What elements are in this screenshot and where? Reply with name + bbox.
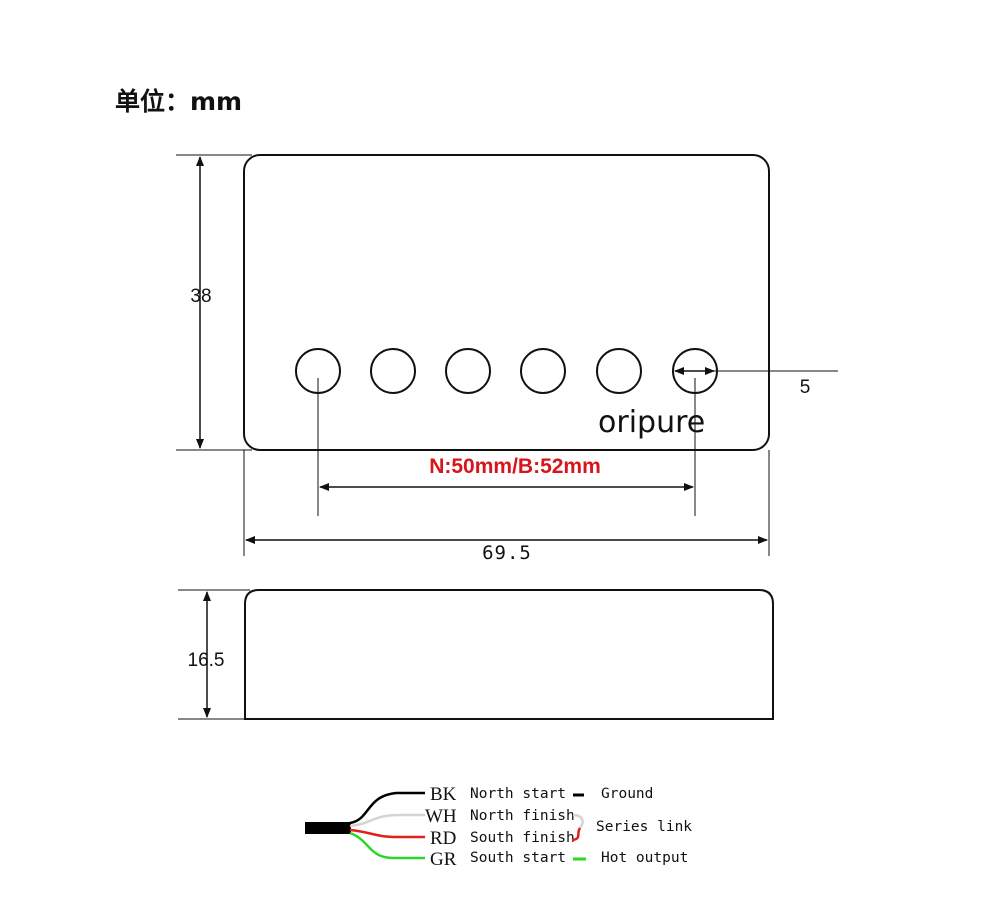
series-link-label: Series link — [596, 819, 692, 835]
wire-code: GR — [430, 849, 457, 870]
pole-piece — [520, 348, 566, 394]
wire-rd-line — [349, 828, 425, 839]
unit-label: 单位：mm — [115, 87, 242, 116]
wire-wh-line — [349, 813, 425, 828]
wiring-diagram: BK WH RD GR North start North finish Sou… — [305, 784, 692, 870]
pole-piece — [445, 348, 491, 394]
brand-logo: oripure — [598, 405, 705, 440]
hot-output-label: Hot output — [601, 850, 688, 866]
series-link-red — [571, 827, 582, 842]
wire-gr-line — [349, 831, 425, 860]
pole-piece — [596, 348, 642, 394]
wire-description: North start — [470, 786, 566, 802]
pole-spacing-label: N:50mm/B:52mm — [429, 455, 601, 478]
ground-label: Ground — [601, 786, 653, 802]
side-height-dimension-label: 16.5 — [188, 650, 225, 671]
wire-description: North finish — [470, 808, 575, 824]
pole-piece — [370, 348, 416, 394]
wire-description: South finish — [470, 830, 575, 846]
pickup-side-view — [244, 589, 774, 720]
width-dimension-label: 69.5 — [482, 542, 532, 564]
wire-code: RD — [430, 828, 456, 849]
wire-bk-line — [349, 791, 425, 825]
wire-code: BK — [430, 784, 457, 805]
cable-jacket — [305, 822, 351, 834]
wire-description: South start — [470, 850, 566, 866]
height-dimension-label: 38 — [190, 286, 211, 307]
wire-code: WH — [425, 806, 457, 827]
pole-diameter-label: 5 — [800, 377, 811, 398]
series-link-white — [572, 813, 584, 829]
